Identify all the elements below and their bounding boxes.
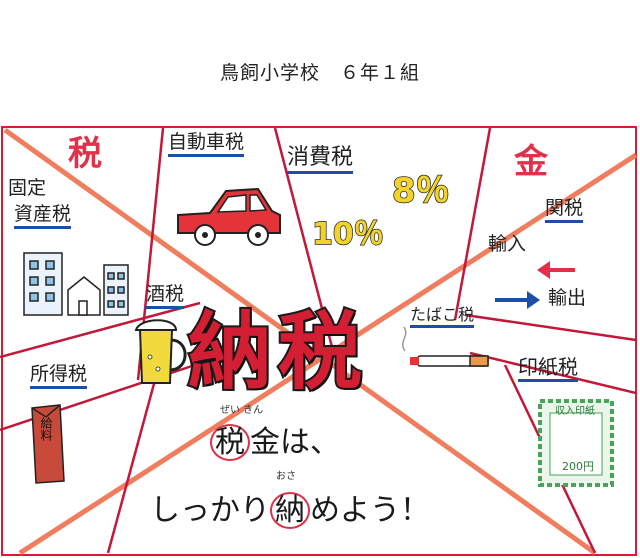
tax-poster: 税 金 自動車税 消費税 8％ 10％ 固定 資産税 酒税 関税 輸入 輸出 た…: [0, 125, 640, 558]
income-tax-label: 所得税: [30, 365, 88, 389]
poster-frame: [1, 126, 637, 556]
import-arrow: [537, 261, 575, 279]
radial-line-8: [469, 351, 637, 395]
tobacco-tax-label: たばこ税: [410, 307, 475, 328]
customs-tax-label: 関税: [545, 199, 584, 223]
diagonal-divider-2: [18, 152, 638, 556]
export-arrow: [495, 291, 540, 309]
corner-tax-char: 税: [68, 134, 102, 174]
rate-8-label: 8％: [391, 170, 450, 212]
radial-line-4: [106, 379, 157, 554]
stamp-tax-label: 印紙税: [518, 357, 578, 382]
corner-money-char: 金: [514, 142, 548, 182]
import-label: 輸入: [488, 233, 527, 255]
revenue-stamp-header: 収入印紙: [555, 406, 595, 417]
fixed-property-tax-label-line2: 資産税: [14, 205, 72, 229]
class-caption: 鳥飼小学校 ６年１組: [219, 62, 420, 84]
radial-line-1: [0, 301, 201, 359]
ruby-zeikin: ぜい きん: [220, 405, 264, 416]
beer-mug-drawing: [134, 319, 187, 384]
diagonal-divider-1: [3, 127, 597, 556]
export-label: 輸出: [548, 287, 587, 309]
message-line1: 税金は、: [210, 417, 340, 461]
radial-line-5: [273, 127, 334, 348]
car-tax-label: 自動車税: [168, 133, 245, 157]
consumption-tax-label: 消費税: [287, 147, 354, 174]
cigarette-drawing: [401, 326, 489, 367]
car-drawing: [177, 187, 281, 246]
salary-envelope-drawing: [31, 404, 65, 484]
message-tax-char: 税: [210, 424, 250, 461]
rate-10-label: 10％: [311, 216, 384, 253]
message-line2-start: しっかり: [150, 493, 270, 528]
message-pay-char: 納: [270, 492, 310, 529]
radial-line-7: [464, 313, 637, 342]
poster-drawing: [0, 126, 638, 556]
fixed-property-tax-label-line1: 固定: [8, 177, 47, 199]
message-line2-end: めよう！: [310, 493, 430, 528]
revenue-stamp-value: 200円: [562, 460, 594, 473]
message-line2: しっかり納めよう！: [150, 485, 430, 529]
revenue-stamp-drawing: [538, 399, 614, 487]
message-money-char: 金: [250, 425, 280, 460]
salary-envelope-text: 給料: [39, 417, 53, 441]
ruby-osa: おさ: [276, 471, 296, 482]
liquor-tax-label: 酒税: [146, 285, 185, 309]
center-title: 納税: [186, 301, 369, 403]
message-line1-rest: は、: [280, 425, 340, 460]
radial-line-6: [453, 127, 492, 321]
buildings-drawing: [23, 252, 129, 316]
